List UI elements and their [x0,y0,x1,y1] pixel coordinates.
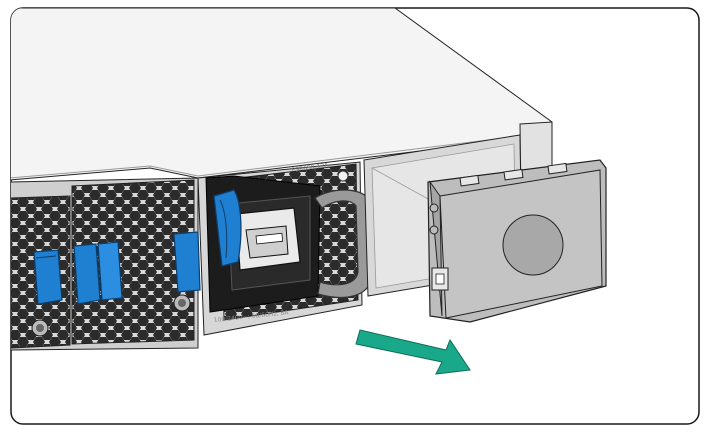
blue-latch-left-icon[interactable] [33,249,63,305]
removed-psu-module[interactable] [427,159,607,323]
blue-latch-right-icon[interactable] [173,231,201,293]
blue-latch-middle-icon[interactable] [73,241,123,305]
status-led-icon [337,170,349,182]
psu-fan-icon [502,214,564,276]
honeycomb-vent-middle [71,179,195,345]
psu-handle-icon[interactable] [314,189,373,299]
pull-out-arrow-icon [355,329,471,375]
blue-release-tab-icon[interactable] [213,189,242,267]
chassis-top-surface [11,8,553,181]
